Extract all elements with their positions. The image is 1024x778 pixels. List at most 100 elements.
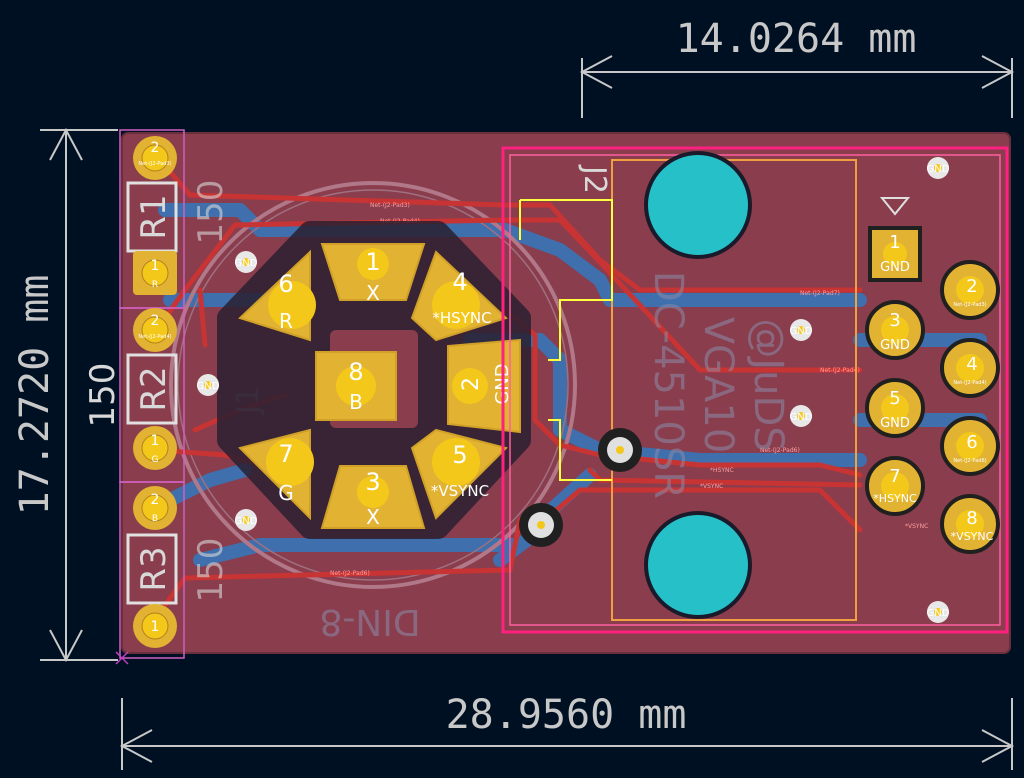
svg-text:6: 6 (278, 270, 293, 298)
din-pad-3[interactable]: 3 X (320, 465, 426, 529)
svg-text:2: 2 (966, 276, 977, 297)
svg-text:8: 8 (966, 508, 977, 529)
via-gnd-6[interactable]: GND (927, 157, 950, 179)
resistor-pads: 2 Net-(J2-Pad3) 1 R 2 Net-(J2-Pad4) 1 G … (133, 136, 177, 648)
via-gnd-2[interactable]: GND (197, 374, 220, 396)
j2-mount-hole-bottom[interactable] (644, 511, 752, 619)
svg-text:3: 3 (365, 468, 380, 496)
track-label-pad7: Net-(J2-Pad7) (800, 290, 840, 297)
r3-value: 150 (191, 538, 231, 603)
svg-text:3: 3 (889, 310, 900, 331)
header-connector: 1 GND 3 GND 5 GND 7 *HSYNC 2 Net-(J2-Pad… (865, 197, 1000, 554)
svg-text:Net-(J2-Pad3): Net-(J2-Pad3) (953, 302, 986, 308)
svg-text:7: 7 (889, 466, 900, 487)
j2-silk-notch-bottom (548, 419, 612, 481)
svg-text:GND: GND (235, 516, 258, 527)
r2-ref: R2 (134, 366, 174, 411)
track-label-vsync: *VSYNC (700, 483, 723, 490)
svg-text:2: 2 (459, 377, 484, 391)
din-pad-8[interactable]: 8 B (315, 351, 397, 421)
svg-text:GND: GND (880, 338, 910, 353)
j2-mount-hole-top[interactable] (644, 151, 752, 259)
via-gnd-5[interactable]: GND (790, 405, 813, 427)
svg-text:2: 2 (151, 492, 160, 508)
header-pad-5[interactable]: 5 GND (865, 378, 925, 438)
svg-text:Net-(J2-Pad6): Net-(J2-Pad6) (953, 458, 986, 464)
r1-pad-1[interactable]: 1 R (133, 251, 177, 295)
track-label-hsync: *HSYNC (710, 467, 734, 474)
j2-fab-outline (611, 159, 857, 621)
svg-text:1: 1 (889, 232, 900, 253)
dimension-bottom-label: 28.9560 mm (446, 692, 687, 738)
svg-text:GND: GND (235, 258, 258, 269)
svg-text:GND: GND (880, 416, 910, 431)
din-outline-inner (177, 189, 569, 581)
dimension-top-label: 14.0264 mm (676, 16, 917, 62)
r3-pad-2[interactable]: 2 B (133, 486, 177, 530)
svg-text:*HSYNC: *HSYNC (873, 492, 917, 505)
via-gnd-7[interactable]: GND (927, 601, 950, 623)
svg-text:Net-(J2-Pad3): Net-(J2-Pad3) (138, 161, 171, 167)
header-pad-6[interactable]: 6 Net-(J2-Pad6) (940, 416, 1000, 476)
header-pad-8[interactable]: 8 *VSYNC (940, 494, 1000, 554)
din-pad-2[interactable]: 2 GND (447, 338, 521, 434)
via-gnd-4[interactable]: GND (790, 319, 813, 341)
svg-text:7: 7 (278, 440, 293, 468)
dimension-top[interactable] (579, 55, 1015, 118)
front-copper-tracks (152, 157, 863, 615)
via-vsync[interactable] (519, 503, 563, 547)
r3-pad-1[interactable]: 1 (133, 604, 177, 648)
r1-value: 150 (191, 180, 231, 245)
svg-text:*HSYNC: *HSYNC (432, 309, 491, 327)
svg-text:B: B (349, 390, 363, 414)
svg-text:4: 4 (452, 268, 467, 296)
track-label-pad3: Net-(J2-Pad3) (370, 202, 410, 209)
header-pad-1[interactable]: 1 GND (868, 226, 922, 282)
header-pad-7[interactable]: 7 *HSYNC (865, 456, 925, 516)
din-pad-7[interactable]: 7 G (238, 428, 314, 521)
dimension-bottom[interactable] (119, 698, 1015, 770)
j2-ref: J2 (577, 164, 612, 194)
svg-text:GND: GND (880, 260, 910, 275)
svg-text:R: R (279, 309, 293, 333)
resistor-courtyards (119, 129, 185, 659)
j2-silk-notch-top (520, 199, 613, 361)
din-pad-5[interactable]: 5 *VSYNC (410, 428, 508, 520)
r2-pad-1[interactable]: 1 G (133, 426, 177, 470)
pin1-marker-icon (879, 197, 911, 216)
svg-text:@JuDS: @JuDS (745, 318, 791, 451)
via-hsync[interactable] (598, 428, 642, 472)
svg-text:1: 1 (151, 258, 160, 274)
dimension-left[interactable] (40, 127, 118, 663)
svg-text:R: R (152, 280, 158, 290)
svg-text:GND: GND (197, 381, 220, 392)
din-pad-1[interactable]: 1 X (320, 243, 426, 305)
svg-text:GND: GND (790, 412, 813, 423)
via-gnd-3[interactable]: GND (235, 509, 258, 531)
header-pad-3[interactable]: 3 GND (865, 300, 925, 360)
r1-pad-2[interactable]: 2 Net-(J2-Pad3) (133, 136, 177, 180)
header-pad-4[interactable]: 4 Net-(J2-Pad4) (940, 338, 1000, 398)
r3-ref: R3 (134, 546, 174, 591)
svg-text:4: 4 (966, 354, 977, 375)
svg-text:*VSYNC: *VSYNC (431, 482, 489, 500)
din-pad-4[interactable]: 4 *HSYNC (410, 250, 508, 342)
j2-courtyard-inner (509, 154, 1001, 626)
svg-text:1: 1 (151, 619, 160, 635)
svg-text:1: 1 (365, 248, 380, 276)
dimension-left-label: 17.2720 mm (12, 275, 58, 516)
svg-text:5: 5 (452, 441, 467, 469)
svg-text:8: 8 (348, 358, 363, 386)
r2-pad-2[interactable]: 2 Net-(J2-Pad4) (133, 308, 177, 352)
din-value-back: DIN-8 (319, 601, 420, 642)
svg-text:1: 1 (151, 433, 160, 449)
header-pad-2[interactable]: 2 Net-(J2-Pad3) (940, 260, 1000, 320)
track-label-vsync-right: *VSYNC (905, 523, 928, 530)
track-label-pad4-right: Net-(J2-Pad4) (820, 367, 860, 374)
din-pad-6[interactable]: 6 R (238, 249, 316, 342)
r2-value: 150 (83, 363, 123, 428)
via-gnd-1[interactable]: GND (235, 251, 258, 273)
svg-text:G: G (278, 481, 294, 505)
svg-text:GND: GND (927, 608, 950, 619)
